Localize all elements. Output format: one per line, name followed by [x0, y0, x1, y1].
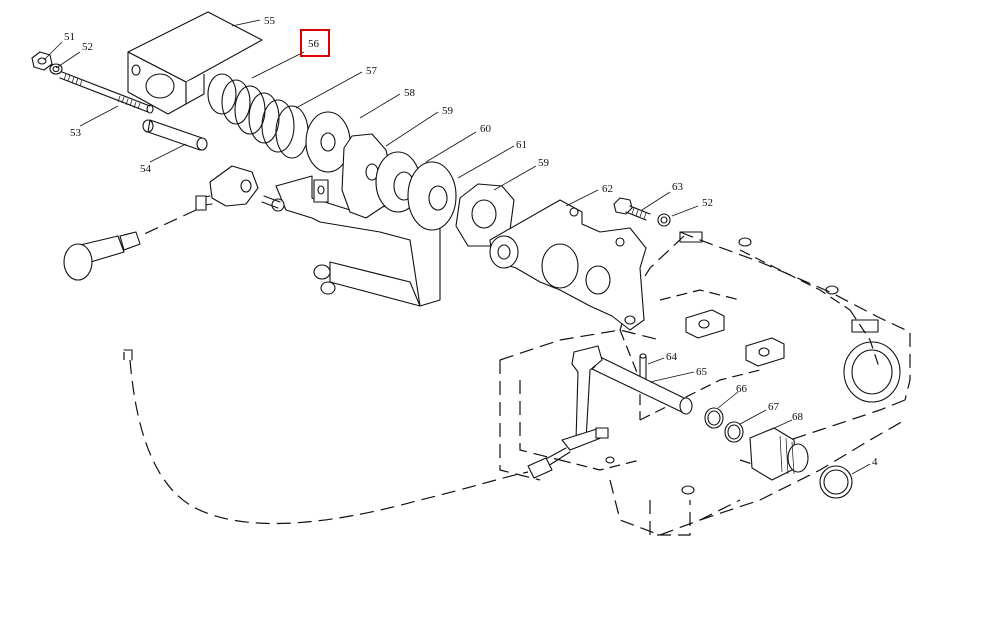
callout-56: 56 [308, 38, 320, 50]
callout-53: 53 [70, 127, 82, 139]
callout-64: 64 [666, 351, 678, 363]
callout-62: 62 [602, 183, 613, 195]
callout-4: 4 [872, 456, 878, 468]
callout-67: 67 [768, 401, 780, 413]
dashed-link-rod [123, 349, 529, 525]
callout-68: 68 [792, 411, 804, 423]
callout-57: 57 [366, 65, 378, 77]
pushrod-knob-assembly [63, 165, 281, 281]
part-54-sleeve [142, 119, 208, 151]
part-53-stud [59, 71, 154, 114]
callout-52-left: 52 [82, 41, 93, 53]
highlight-box-56 [300, 29, 330, 57]
callout-51: 51 [64, 31, 75, 43]
linkage-arm [527, 345, 615, 479]
part-67-oring [724, 421, 744, 443]
callout-54: 54 [140, 163, 152, 175]
part-64-pin [639, 353, 647, 381]
part-52-washer-left [49, 63, 63, 75]
callout-55: 55 [264, 15, 276, 27]
callout-labels: 51 52 53 54 55 56 57 58 59 60 61 59 62 6… [64, 15, 878, 468]
part-66-oring [704, 407, 724, 429]
part-61-roller [407, 161, 457, 231]
part-57-washer [305, 111, 351, 173]
callout-60: 60 [480, 123, 492, 135]
callout-61: 61 [516, 139, 527, 151]
part-4-oring [819, 465, 853, 499]
part-55-bracket [127, 11, 263, 115]
callout-52-right: 52 [702, 197, 713, 209]
leader-lines [43, 19, 871, 475]
internal-brackets [685, 309, 785, 367]
callout-66: 66 [736, 383, 748, 395]
part-56-spring [207, 73, 309, 159]
part-52-washer-right [657, 213, 671, 227]
callout-58: 58 [404, 87, 416, 99]
callout-59-b: 59 [538, 157, 550, 169]
callout-63: 63 [672, 181, 684, 193]
callout-65: 65 [696, 366, 708, 378]
part-63-bolt [613, 197, 651, 221]
part-68-fitting [749, 427, 809, 481]
part-62-flange-housing [489, 199, 647, 331]
callout-59-a: 59 [442, 105, 454, 117]
